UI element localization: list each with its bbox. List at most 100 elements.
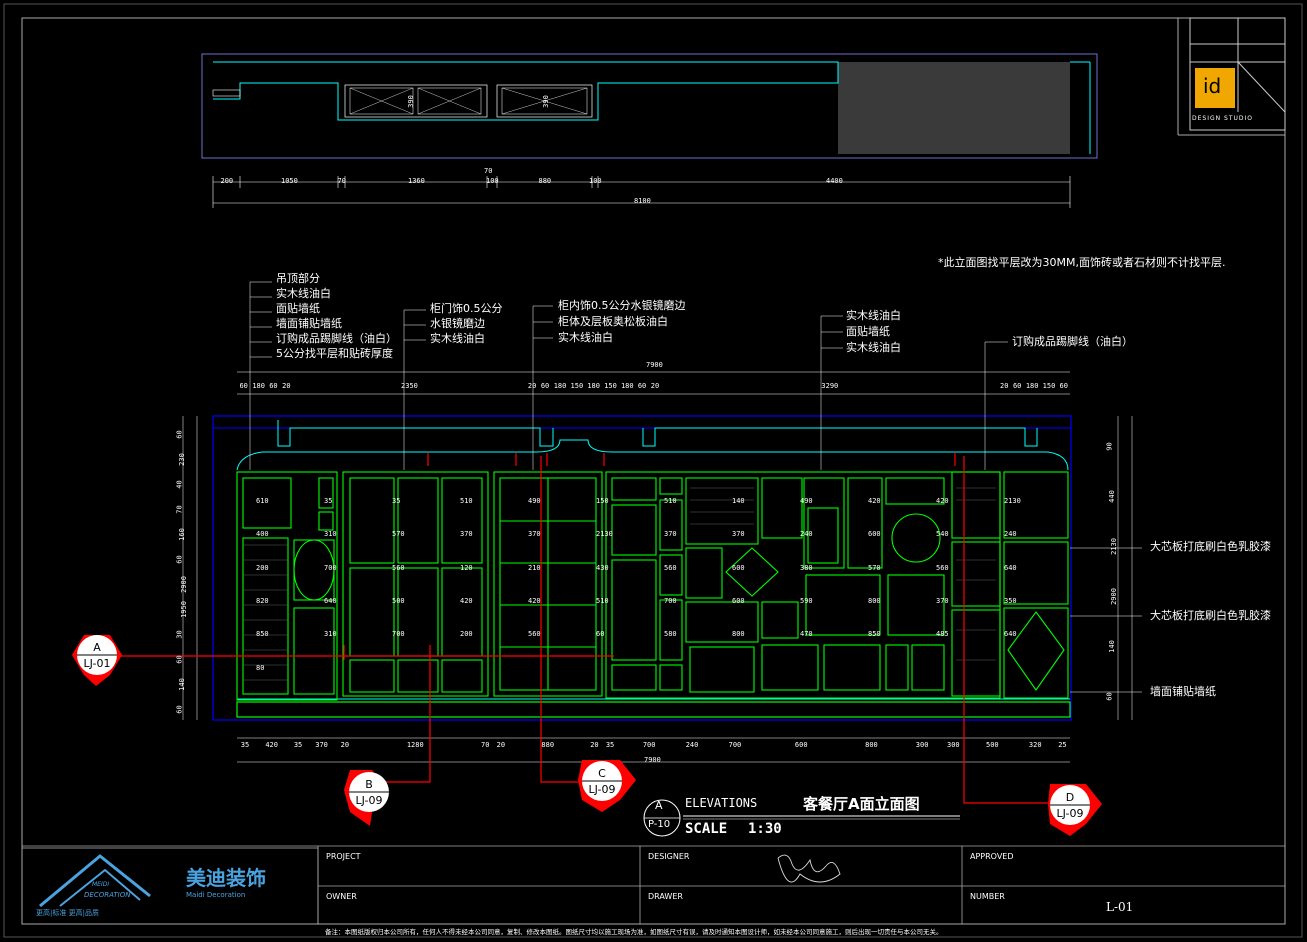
marker-c-letter: C bbox=[598, 767, 606, 780]
dimension-label: 800 bbox=[865, 741, 878, 749]
callout-note: 墙面铺贴墙纸 bbox=[276, 317, 342, 330]
callout-note: 柜体及层板奥松板油白 bbox=[558, 315, 668, 328]
dimension-label: 60 bbox=[1012, 382, 1022, 390]
dimension-label: 300 bbox=[947, 741, 960, 749]
dimension-label: 440 bbox=[1107, 490, 1116, 503]
panel-dimension-label: 540 bbox=[936, 530, 949, 539]
dimension-label: 180 bbox=[252, 382, 265, 390]
dimension-label: 70 bbox=[175, 504, 184, 514]
panel-dimension-label: 485 bbox=[936, 630, 949, 639]
panel-dimension-label: 510 bbox=[664, 497, 677, 505]
panel-dimension-label: 700 bbox=[324, 563, 337, 572]
label-designer: DESIGNER bbox=[648, 852, 690, 861]
dimension-label: 100 bbox=[589, 177, 602, 185]
dimension-label: 70 bbox=[481, 741, 490, 749]
dimension-label: 35 bbox=[240, 741, 250, 749]
drawing-title: 客餐厅A面立面图 bbox=[803, 795, 920, 813]
dimension-label: 180 bbox=[553, 382, 567, 390]
dimension-label: 1360 bbox=[408, 177, 425, 185]
dimension-label: 20 bbox=[1000, 382, 1009, 390]
elevation-view bbox=[212, 415, 1072, 721]
company-name-en: Maidi Decoration bbox=[186, 891, 246, 899]
company-logo-mark bbox=[39, 854, 151, 908]
callout-note: 柜门饰0.5公分 bbox=[430, 302, 503, 315]
footer-disclaimer: 备注：本图纸版权归本公司所有，任何人不得未经本公司同意，复制、修改本图纸。图纸尺… bbox=[325, 928, 943, 936]
drawing-frame bbox=[21, 17, 1286, 925]
panel-dimension-label: 500 bbox=[392, 597, 405, 605]
panel-dimension-label: 490 bbox=[528, 497, 541, 505]
callout-note: 实木线油白 bbox=[558, 331, 613, 344]
dimension-label: 60 bbox=[239, 382, 248, 390]
panel-dimension-label: 140 bbox=[732, 497, 745, 505]
plan-box-dim: 390 bbox=[541, 95, 550, 108]
dimension-label: 25 bbox=[1058, 741, 1067, 749]
panel-dimension-label: 420 bbox=[936, 497, 949, 505]
dimension-label: 20 bbox=[340, 741, 350, 749]
label-owner: OWNER bbox=[326, 892, 357, 901]
top-total-dim: 7900 bbox=[646, 361, 663, 369]
dimension-label: 60 bbox=[175, 554, 184, 564]
outer-border bbox=[3, 3, 1303, 938]
dimension-label: 370 bbox=[315, 741, 328, 749]
panel-dimension-label: 430 bbox=[596, 563, 609, 572]
logo-text-2: DECORATION bbox=[84, 891, 131, 899]
title-block-frame bbox=[21, 845, 1285, 925]
marker-b-letter: B bbox=[365, 778, 373, 791]
panel-dimension-label: 420 bbox=[528, 597, 541, 605]
marker-c-ref: LJ-09 bbox=[588, 783, 616, 796]
dimension-label: 60 bbox=[637, 382, 647, 390]
scale-label: SCALE bbox=[685, 821, 728, 837]
wall-panels bbox=[236, 471, 1069, 701]
dimension-label: 880 bbox=[541, 741, 555, 749]
panel-dimension-label: 35 bbox=[324, 497, 333, 505]
title-tag-letter: A bbox=[655, 799, 663, 812]
marker-a-ref: LJ-01 bbox=[83, 657, 111, 670]
callout-note: 实木线油白 bbox=[846, 341, 901, 354]
id-logo-sub: DESIGN STUDIO bbox=[1192, 115, 1254, 122]
dimension-label: 30 bbox=[175, 629, 184, 639]
marker-d-letter: D bbox=[1065, 791, 1075, 804]
dimension-label: 420 bbox=[265, 741, 278, 749]
panel-dimension-label: 560 bbox=[936, 563, 949, 572]
company-slogan: 更高|标准 更高|品质 bbox=[36, 909, 99, 917]
dimension-label: 60 bbox=[175, 704, 184, 714]
panel-dimension-label: 240 bbox=[800, 530, 813, 539]
designer-signature bbox=[777, 854, 841, 883]
panel-dimension-label: 60 bbox=[596, 630, 605, 639]
panel-dimension-label: 200 bbox=[460, 630, 473, 639]
dimension-label: 70 bbox=[337, 177, 346, 185]
label-project: PROJECT bbox=[326, 852, 361, 861]
panel-dimension-label: 470 bbox=[800, 630, 813, 639]
panel-dimension-label: 570 bbox=[392, 530, 405, 539]
panel-dimension-label: 370 bbox=[664, 530, 677, 539]
dimension-label: 2900 bbox=[1109, 588, 1118, 605]
callout-note: 面贴墙纸 bbox=[276, 302, 320, 315]
dimension-label: 180 bbox=[587, 382, 600, 390]
panel-dimension-label: 35 bbox=[392, 497, 401, 505]
dimension-label: 600 bbox=[794, 741, 808, 749]
dimension-label: 1950 bbox=[179, 600, 188, 618]
section-cut-lines bbox=[120, 453, 1050, 804]
dimension-label: 1280 bbox=[406, 741, 424, 749]
dimension-label: 60 bbox=[269, 382, 278, 390]
panel-dimension-label: 510 bbox=[596, 597, 609, 605]
panel-dimension-label: 640 bbox=[1004, 630, 1017, 639]
dimension-label: 1050 bbox=[281, 177, 298, 185]
id-logo bbox=[1189, 17, 1286, 131]
elevation-note: *此立面图找平层改为30MM,面饰砖或者石材则不计找平层. bbox=[938, 256, 1226, 269]
dimension-label: 100 bbox=[486, 177, 499, 185]
panel-dimension-label: 310 bbox=[324, 530, 337, 539]
panel-dimension-label: 560 bbox=[392, 563, 405, 572]
dimension-label: 20 bbox=[590, 741, 599, 749]
dimension-label: 700 bbox=[642, 741, 656, 749]
title-elevations: ELEVATIONS bbox=[685, 796, 758, 810]
callout-note: 水银镜磨边 bbox=[430, 317, 485, 330]
dimension-label: 140 bbox=[1107, 640, 1116, 653]
dimension-label: 880 bbox=[538, 177, 552, 185]
panel-dimension-label: 560 bbox=[664, 563, 677, 572]
panel-dimension-label: 2130 bbox=[1004, 497, 1021, 505]
panel-dimension-label: 850 bbox=[868, 630, 881, 639]
callout-note: 实木线油白 bbox=[430, 332, 485, 345]
panel-dimension-label: 200 bbox=[256, 563, 269, 572]
panel-dimension-label: 420 bbox=[868, 497, 881, 505]
